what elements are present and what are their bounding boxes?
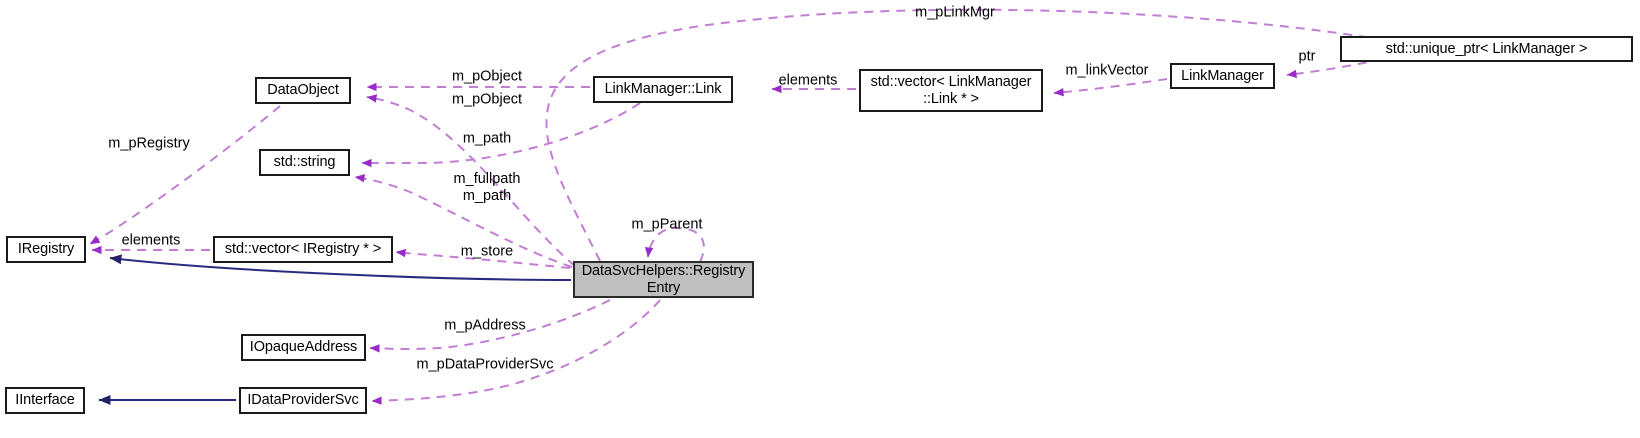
edge-registryentry-to-stdstring [354, 174, 573, 268]
node-label: std::vector< IRegistry * > [224, 241, 382, 258]
edge-link-to-stdstring [361, 102, 641, 168]
node-iregistry[interactable]: IRegistry [6, 236, 86, 263]
node-vector-linkmanager-link[interactable]: std::vector< LinkManager ::Link * > [859, 69, 1043, 112]
edge-registryentry-to-iopaqueaddress [369, 299, 611, 353]
node-iinterface[interactable]: IInterface [5, 387, 85, 414]
edge-uniqueptr-to-linkmanager [1286, 55, 1399, 79]
edge-dataobject-to-iregistry [89, 105, 281, 245]
node-label: LinkManager [1181, 67, 1264, 84]
node-data-object[interactable]: DataObject [255, 77, 351, 104]
node-label: DataSvcHelpers::Registry Entry [581, 263, 746, 296]
node-label: LinkManager::Link [604, 81, 722, 98]
edge-registryentry-self [644, 226, 705, 263]
node-unique-ptr-linkmanager[interactable]: std::unique_ptr< LinkManager > [1340, 36, 1633, 62]
node-vector-iregistry[interactable]: std::vector< IRegistry * > [213, 236, 393, 263]
edge-linkmanager-to-veclink [1053, 78, 1168, 97]
edge-registryentry-to-veciregistry [395, 248, 571, 269]
node-label: DataObject [267, 82, 339, 99]
node-idataprovidersvc[interactable]: IDataProviderSvc [239, 387, 367, 414]
node-label: std::vector< LinkManager ::Link * > [870, 74, 1032, 107]
node-linkmanager-link[interactable]: LinkManager::Link [593, 76, 733, 103]
node-label: std::unique_ptr< LinkManager > [1385, 40, 1588, 57]
node-label: IInterface [15, 392, 75, 409]
node-registry-entry[interactable]: DataSvcHelpers::Registry Entry [573, 261, 754, 298]
node-label: IDataProviderSvc [247, 392, 359, 409]
node-std-string[interactable]: std::string [259, 149, 350, 176]
node-iopaqueaddress[interactable]: IOpaqueAddress [241, 334, 366, 361]
edge-registryentry-to-iregistry-inherit [109, 254, 572, 281]
node-label: IOpaqueAddress [249, 339, 358, 356]
node-label: std::string [273, 154, 336, 171]
node-label: IRegistry [17, 241, 75, 258]
edge-registryentry-to-unique_ptr [545, 8, 1397, 262]
edge-registryentry-to-idataprovidersvc [371, 299, 661, 405]
node-linkmanager[interactable]: LinkManager [1170, 63, 1275, 89]
edge-registryentry-to-dataobject [366, 94, 576, 267]
